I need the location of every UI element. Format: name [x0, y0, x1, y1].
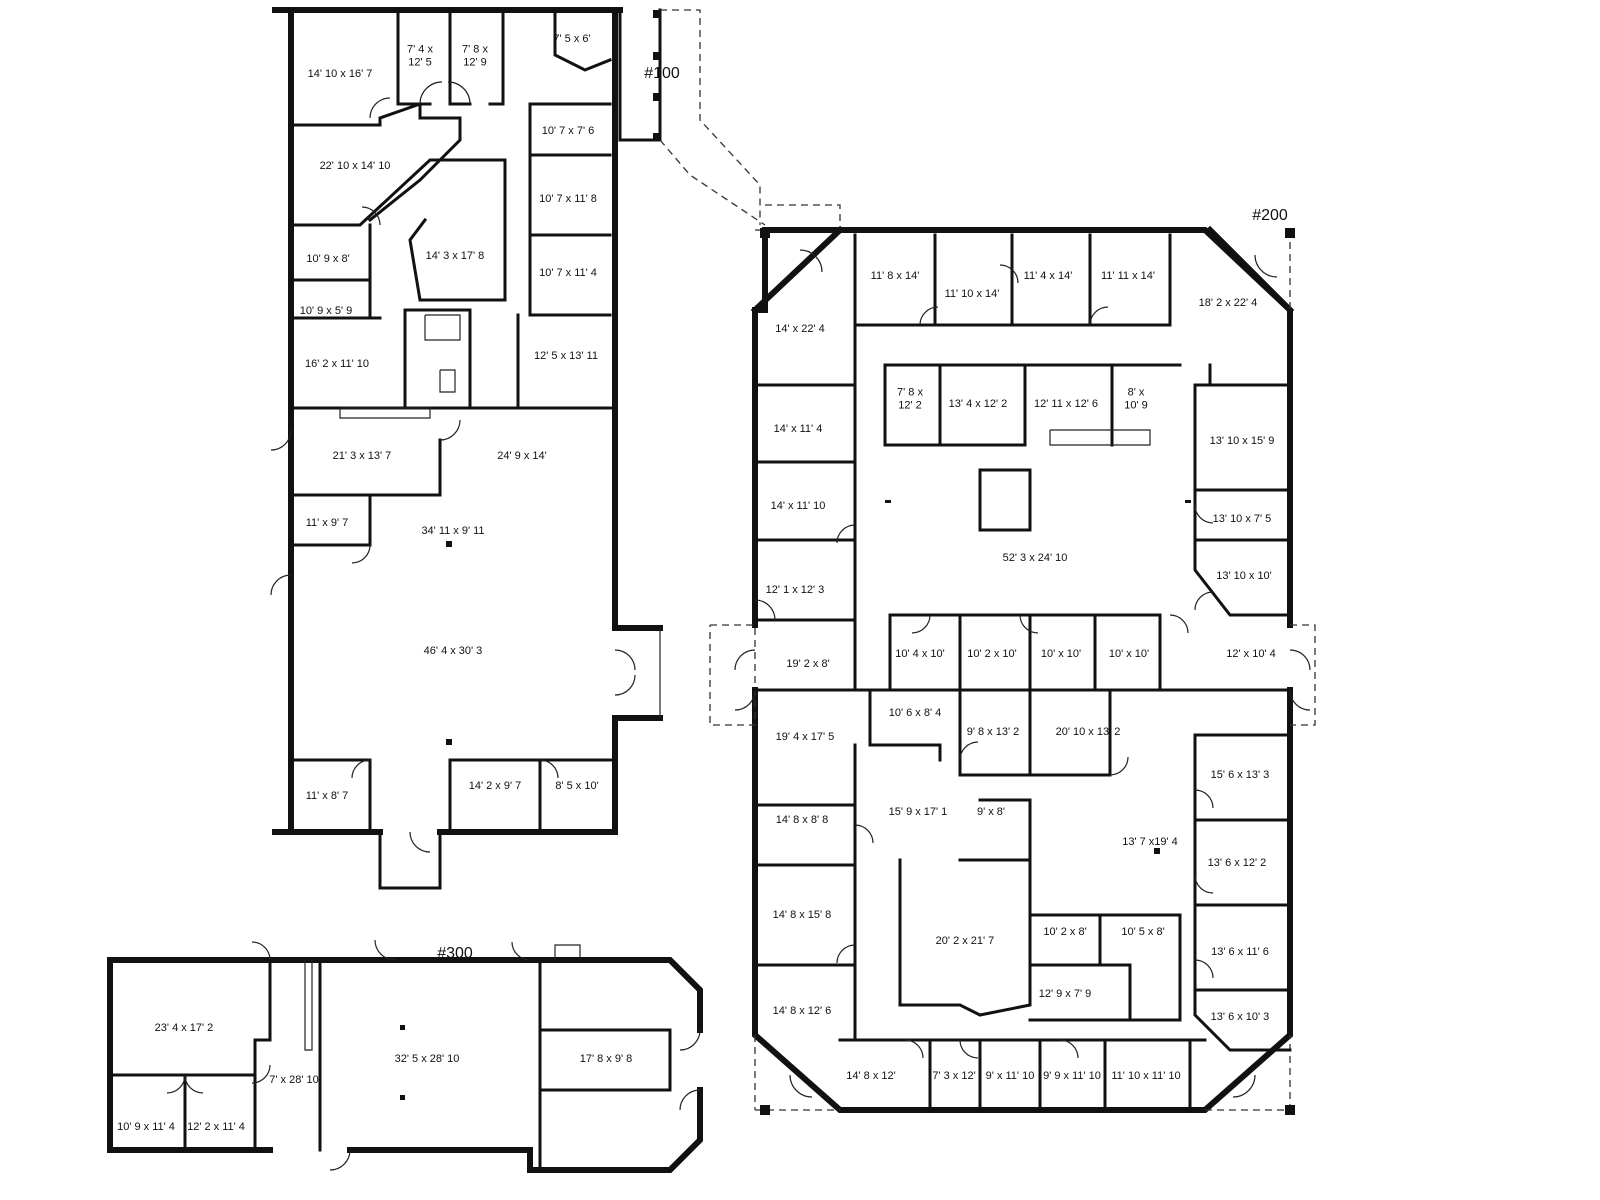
room-dimension-label: 8' 5 x 10' [555, 780, 598, 792]
unit-number-label: #300 [437, 945, 473, 962]
room-dimension-label: 9' 8 x 13' 2 [967, 726, 1020, 738]
room-dimension-label: 11' x 9' 7 [306, 517, 349, 529]
room-dimension-label: 19' 2 x 8' [786, 658, 829, 670]
room-dimension-label: 10' x 10' [1041, 648, 1081, 660]
room-dimension-label: 13' 10 x 15' 9 [1210, 435, 1275, 447]
room-dimension-label: 14' x 11' 10 [771, 500, 826, 512]
room-dimension-label: 10' 9 x 5' 9 [300, 305, 353, 317]
room-dimension-label: 9' 9 x 11' 10 [1043, 1070, 1101, 1082]
room-dimension-label: 23' 4 x 17' 2 [155, 1022, 214, 1034]
room-dimension-label: 10' 2 x 8' [1043, 926, 1086, 938]
unit-100-walls [270, 7, 841, 890]
unit-200-walls [709, 225, 1316, 1115]
room-dimension-label: 18' 2 x 22' 4 [1199, 297, 1258, 309]
room-dimension-label: 13' 6 x 10' 3 [1211, 1011, 1270, 1023]
room-dimension-label: 13' 6 x 12' 2 [1208, 857, 1267, 869]
room-dimension-label: 10' 7 x 11' 4 [539, 267, 597, 279]
room-dimension-label: 13' 7 x19' 4 [1122, 836, 1178, 848]
room-dimension-label: 7' 3 x 12' [932, 1070, 975, 1082]
room-dimension-label: 10' 9 x 11' 4 [117, 1121, 175, 1133]
room-dimension-label: 7' 5 x 6' [553, 33, 590, 45]
room-dimension-label: 10' 4 x 10' [895, 648, 944, 660]
room-dimension-label: 9' x 8' [977, 806, 1005, 818]
room-dimension-label: 14' 3 x 17' 8 [426, 250, 485, 262]
room-dimension-label: 19' 4 x 17' 5 [776, 731, 835, 743]
room-dimension-label: 12' 9 x 7' 9 [1039, 988, 1092, 1000]
room-dimension-label: 11' 4 x 14' [1024, 270, 1073, 282]
room-dimension-label: 11' x 8' 7 [306, 790, 349, 802]
room-dimension-label: 14' 8 x 12' [846, 1070, 895, 1082]
room-dimension-label: 12' 5 x 13' 11 [534, 350, 598, 362]
room-dimension-label: 32' 5 x 28' 10 [395, 1053, 460, 1065]
room-dimension-label: 16' 2 x 11' 10 [305, 358, 369, 370]
room-dimension-label: 46' 4 x 30' 3 [424, 645, 483, 657]
room-dimension-label: 7' x 28' 10 [269, 1074, 318, 1086]
room-dimension-label: 15' 6 x 13' 3 [1211, 769, 1270, 781]
unit-number-label: #100 [644, 65, 680, 82]
room-dimension-label: 14' 10 x 16' 7 [308, 68, 373, 80]
room-dimension-label: 12' 1 x 12' 3 [766, 584, 825, 596]
room-dimension-label: 15' 9 x 17' 1 [889, 806, 948, 818]
room-dimension-label: 10' x 10' [1109, 648, 1149, 660]
room-dimension-label: 20' 2 x 21' 7 [936, 935, 995, 947]
unit-labels: #100 #200 #300 [437, 65, 1288, 962]
room-dimension-label: 11' 10 x 14' [945, 288, 1000, 300]
room-dimension-label: 10' 6 x 8' 4 [889, 707, 942, 719]
room-dimension-label: 14' 8 x 12' 6 [773, 1005, 832, 1017]
room-dimension-label: 14' 2 x 9' 7 [469, 780, 522, 792]
room-dimension-label: 21' 3 x 13' 7 [333, 450, 392, 462]
unit-number-label: #200 [1252, 207, 1288, 224]
room-dimension-label: 34' 11 x 9' 11 [421, 525, 484, 537]
room-dimension-label: 10' 9 x 8' [306, 253, 349, 265]
room-dimension-label: 13' 6 x 11' 6 [1211, 946, 1269, 958]
room-dimension-label: 24' 9 x 14' [497, 450, 546, 462]
room-dimension-label: 9' x 11' 10 [986, 1070, 1035, 1082]
room-dimension-label: 11' 11 x 14' [1101, 270, 1155, 282]
room-dimension-label: 13' 4 x 12' 2 [949, 398, 1008, 410]
room-dimension-label: 13' 10 x 7' 5 [1213, 513, 1272, 525]
room-dimension-label: 14' 8 x 8' 8 [776, 814, 829, 826]
room-dimension-label: 14' x 11' 4 [774, 423, 823, 435]
room-dimension-label: 12' 11 x 12' 6 [1034, 398, 1098, 410]
room-dimension-label: 10' 7 x 11' 8 [539, 193, 597, 205]
room-dimension-label: 22' 10 x 14' 10 [320, 160, 391, 172]
room-dimension-label: 14' 8 x 15' 8 [773, 909, 832, 921]
room-dimension-label: 52' 3 x 24' 10 [1003, 552, 1068, 564]
room-dimension-label: 12' 2 x 11' 4 [187, 1121, 245, 1133]
room-dimension-label: 10' 2 x 10' [967, 648, 1016, 660]
unit-300-walls [107, 939, 703, 1173]
room-dimension-label: 20' 10 x 13' 2 [1056, 726, 1121, 738]
room-dimension-label: 11' 8 x 14' [871, 270, 920, 282]
room-dimension-label: 10' 7 x 7' 6 [542, 125, 595, 137]
room-dimension-label: 11' 10 x 11' 10 [1111, 1070, 1180, 1082]
room-dimension-label: 10' 5 x 8' [1121, 926, 1164, 938]
room-dimension-label: 12' x 10' 4 [1226, 648, 1275, 660]
room-dimension-label: 14' x 22' 4 [775, 323, 824, 335]
room-dimension-label: 13' 10 x 10' [1216, 570, 1272, 582]
room-dimension-label: 17' 8 x 9' 8 [580, 1053, 633, 1065]
